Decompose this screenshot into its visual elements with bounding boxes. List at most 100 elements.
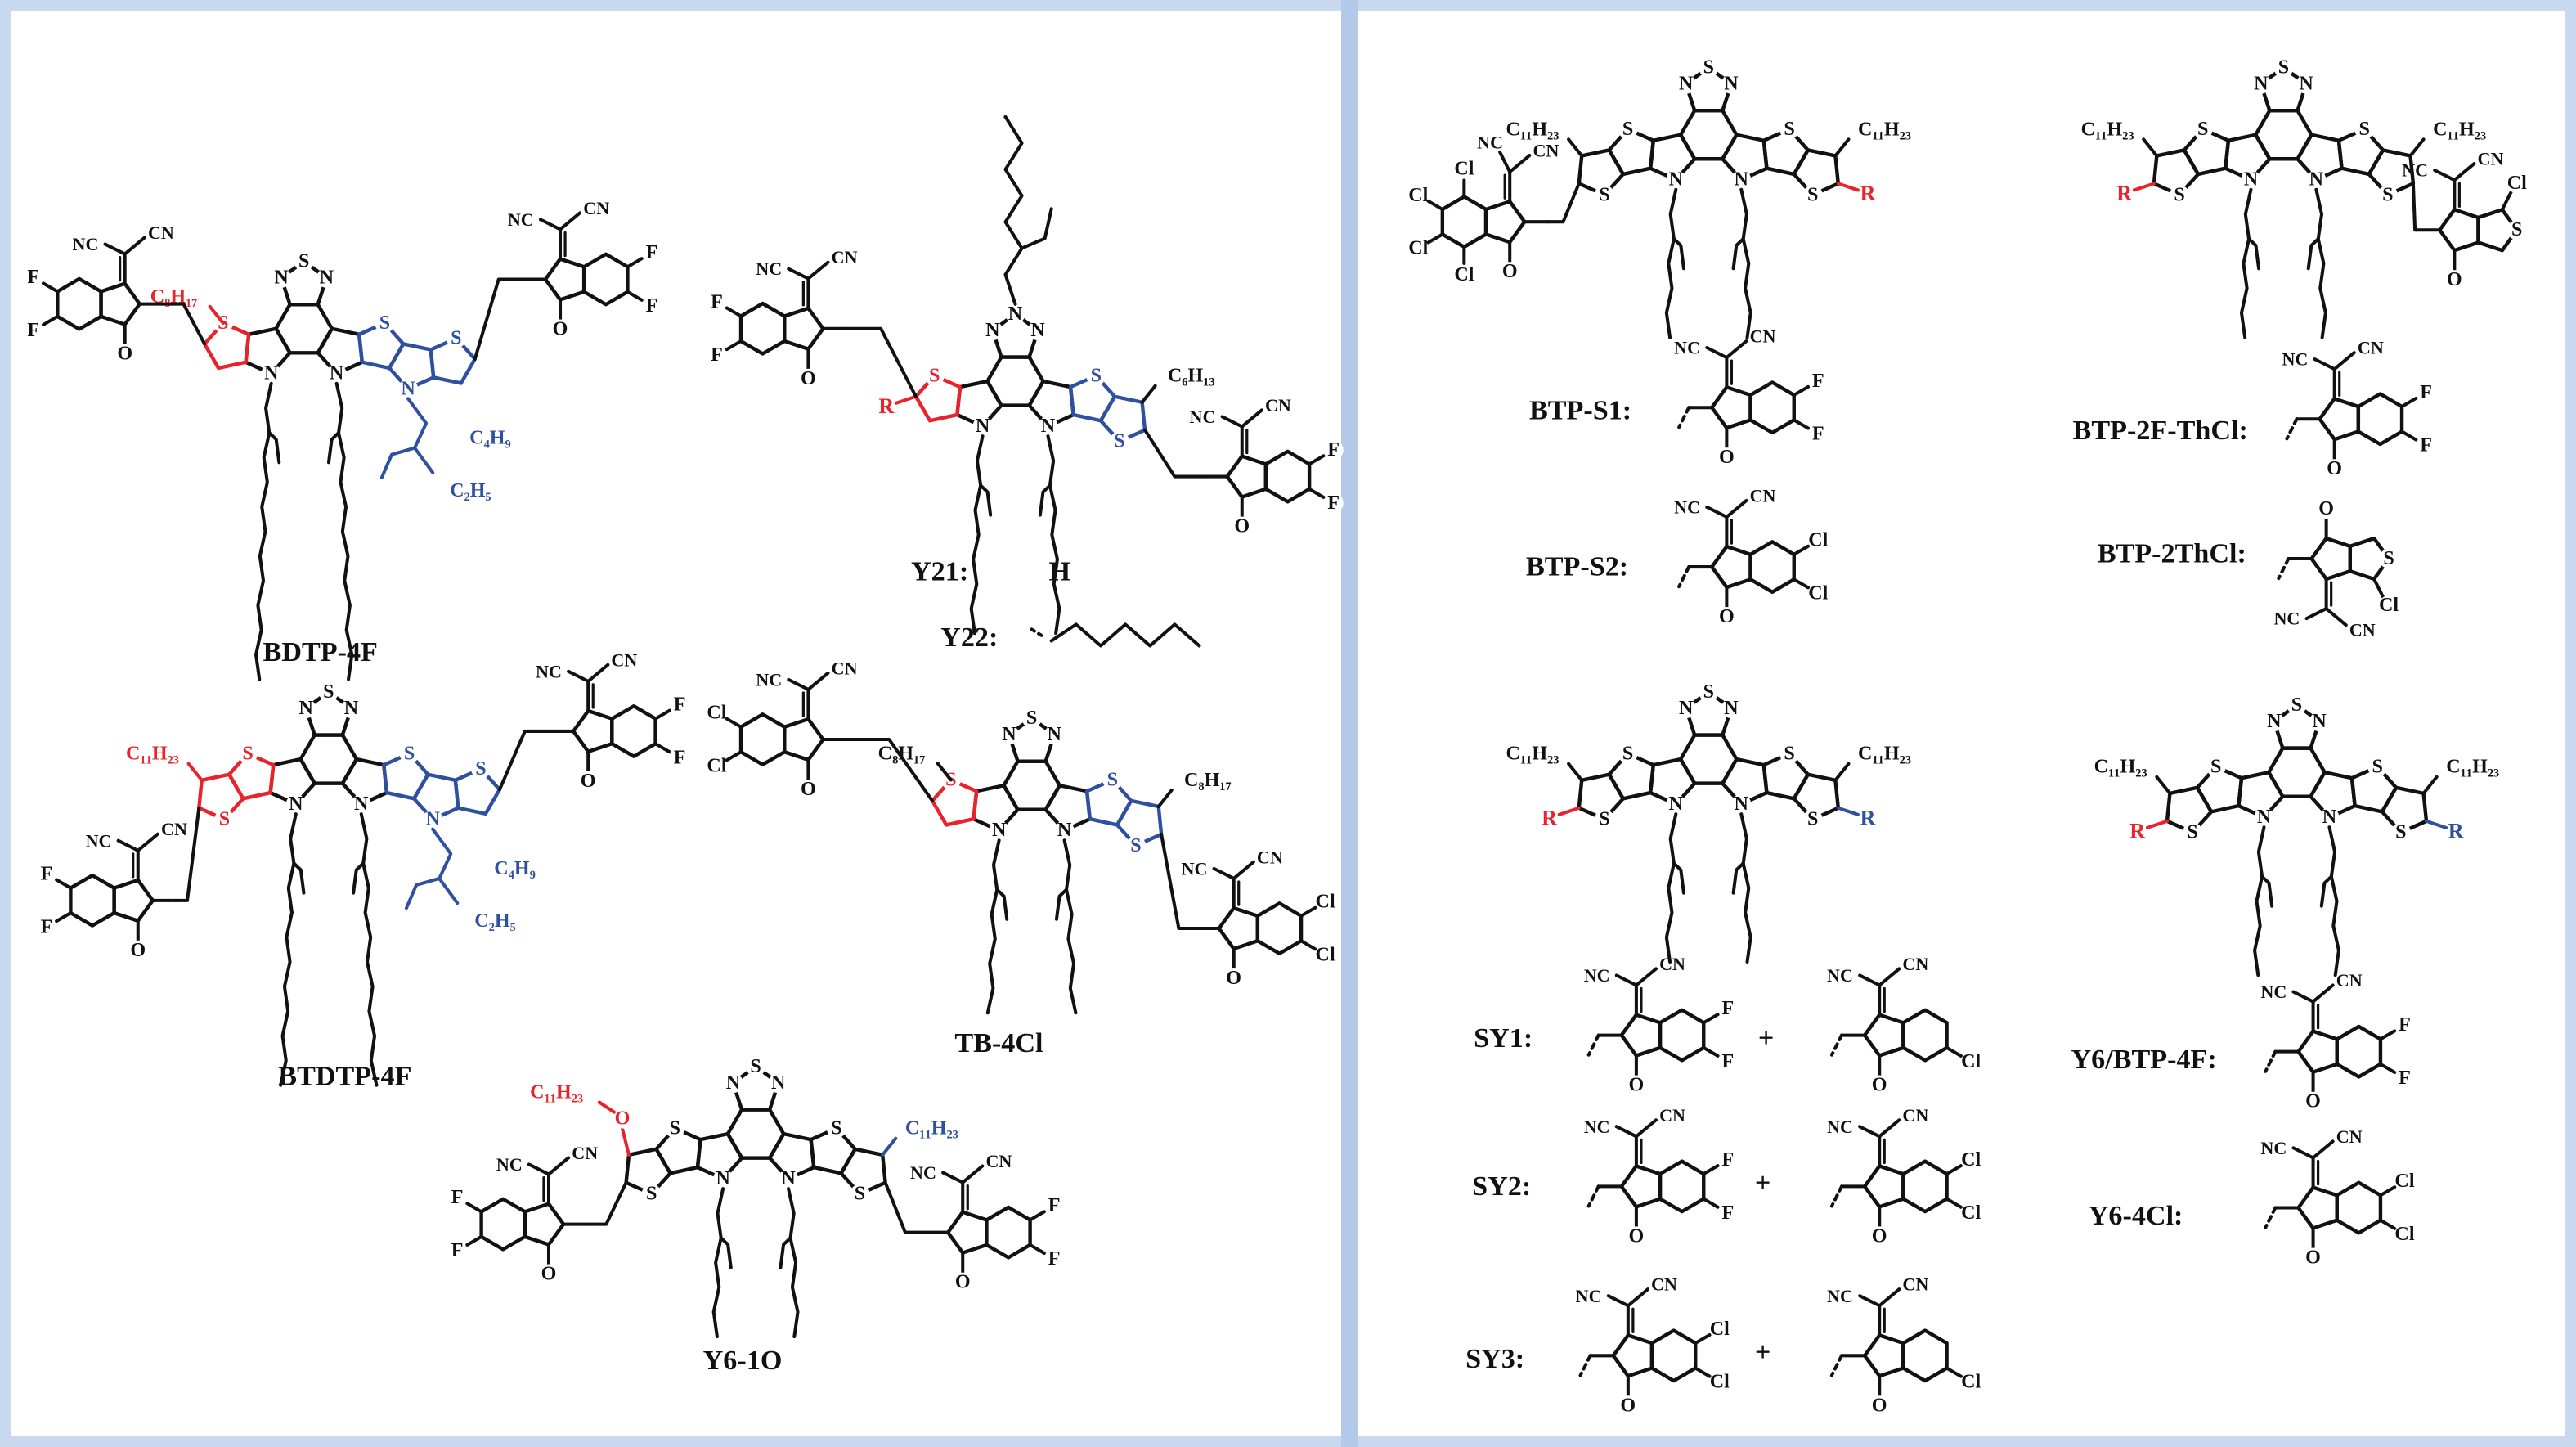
atom-label: O: [2318, 498, 2334, 519]
atom-mask: [1618, 1395, 1638, 1416]
vinyl-linker: [883, 1180, 927, 1234]
atom-mask: [423, 809, 443, 829]
vinyl-linker: [173, 806, 201, 902]
atom-label: Cl: [1961, 1149, 1981, 1171]
substituent-bond: [2145, 819, 2169, 829]
atom-label: F: [711, 344, 723, 366]
cyano-label: CN: [1651, 1274, 1677, 1295]
alkyl-branch: [267, 431, 281, 465]
atom-mask: [1323, 492, 1344, 514]
cyano-label: NC: [1584, 1117, 1610, 1137]
cyano-label: CN: [2349, 620, 2376, 640]
atom-label: O: [2327, 458, 2342, 479]
atom-mask: [798, 368, 819, 389]
atom-label: O: [801, 368, 816, 389]
atom-label: S: [2187, 822, 2197, 843]
atom-label: Cl: [707, 755, 726, 776]
pyrrole-ring: [340, 757, 389, 807]
atom-mask: [1961, 1149, 1981, 1171]
alkyl-chain: [2253, 825, 2266, 977]
atom-label: F: [1721, 998, 1734, 1019]
alkyl-branch: [719, 1236, 733, 1269]
atom-label: O: [955, 1272, 971, 1293]
atom-mask: [316, 267, 337, 288]
atom-mask: [989, 820, 1009, 841]
atom-label: F: [1048, 1195, 1061, 1216]
vinyl-linker: [1546, 182, 1581, 224]
cyano-bond: [136, 832, 159, 852]
atom-mask: [2354, 119, 2375, 139]
substituent-bond: [1792, 418, 1811, 430]
hexyl-chain: [1049, 622, 1201, 648]
cyano-bond: [546, 1156, 571, 1176]
thiophene-ring: [2336, 127, 2385, 177]
cyano-label: NC: [756, 669, 782, 690]
plus-sign: +: [1758, 1023, 1774, 1054]
atom-label: N: [2312, 711, 2327, 732]
substituent-bond: [1836, 806, 1860, 816]
atom-label: N: [401, 378, 415, 399]
pyrrole-ring: [1721, 757, 1769, 807]
benzene-ring: [1901, 1159, 1949, 1214]
alkyl-chain: [1664, 187, 1678, 339]
atom-mask: [1721, 698, 1741, 719]
thiophene-ring: [357, 321, 406, 371]
atom-label: S: [1807, 184, 1818, 205]
cyano-label: CN: [161, 819, 187, 839]
atom-label: S: [929, 365, 940, 386]
atom-mask: [1618, 119, 1638, 139]
alkyl-chain: [406, 397, 435, 474]
atom-label: N: [1735, 793, 1749, 815]
cyano-label: NC: [508, 209, 534, 230]
benzene-ring: [2335, 1024, 2383, 1079]
atom-label: F: [2420, 382, 2432, 403]
substituent-bond: [2500, 188, 2514, 212]
atom-label: Cl: [1808, 530, 1828, 551]
substituent-bond: [1945, 1045, 1963, 1058]
substituent-bond: [1702, 1013, 1720, 1025]
atom-label: S: [1026, 708, 1037, 729]
cyclopentanone-ring: [1225, 454, 1268, 499]
pyrrole-ring: [1027, 379, 1075, 429]
substituent-bond: [1702, 1164, 1720, 1176]
atom-mask: [1626, 1226, 1646, 1247]
substituent-bond: [1426, 232, 1444, 245]
atom-mask: [641, 295, 662, 316]
atom-mask: [1717, 606, 1737, 627]
attachment-dash: [1829, 1184, 1844, 1208]
atom-mask: [641, 1184, 662, 1204]
substituent-bond: [725, 750, 743, 762]
substituent-bond: [55, 878, 73, 890]
substituent-bond: [2400, 396, 2418, 409]
atom-mask: [1038, 416, 1058, 437]
pyrrole-ring: [2296, 133, 2344, 182]
atom-label: N: [1002, 724, 1016, 745]
thiophene-ring: [839, 1147, 887, 1196]
alkyl-chain: [711, 1187, 725, 1339]
atom-mask: [1802, 185, 1823, 205]
substituent-label: C₁₁H₂₃: [2446, 757, 2499, 778]
r-group-label: R: [1860, 182, 1877, 205]
cyano-label: CN: [1257, 847, 1283, 867]
atom-mask: [826, 1118, 846, 1139]
atom-mask: [665, 1118, 685, 1139]
panel-divider: [1341, 0, 1358, 1447]
atom-mask: [36, 864, 56, 884]
atom-label: N: [2322, 807, 2337, 828]
compound-name-btp-2f-thcl: BTP-2F-ThCl:: [2073, 416, 2248, 446]
alkyl-chain: [1739, 187, 1752, 339]
atom-mask: [399, 744, 420, 764]
atom-label: S: [1784, 119, 1794, 140]
substituent-bond: [1694, 1332, 1712, 1346]
atom-label: F: [2399, 1014, 2411, 1036]
cyano-bond: [2304, 607, 2328, 621]
cyano-bond: [1212, 866, 1236, 880]
thiophene-ring: [1792, 772, 1841, 821]
cyano-bond: [2311, 1139, 2335, 1160]
